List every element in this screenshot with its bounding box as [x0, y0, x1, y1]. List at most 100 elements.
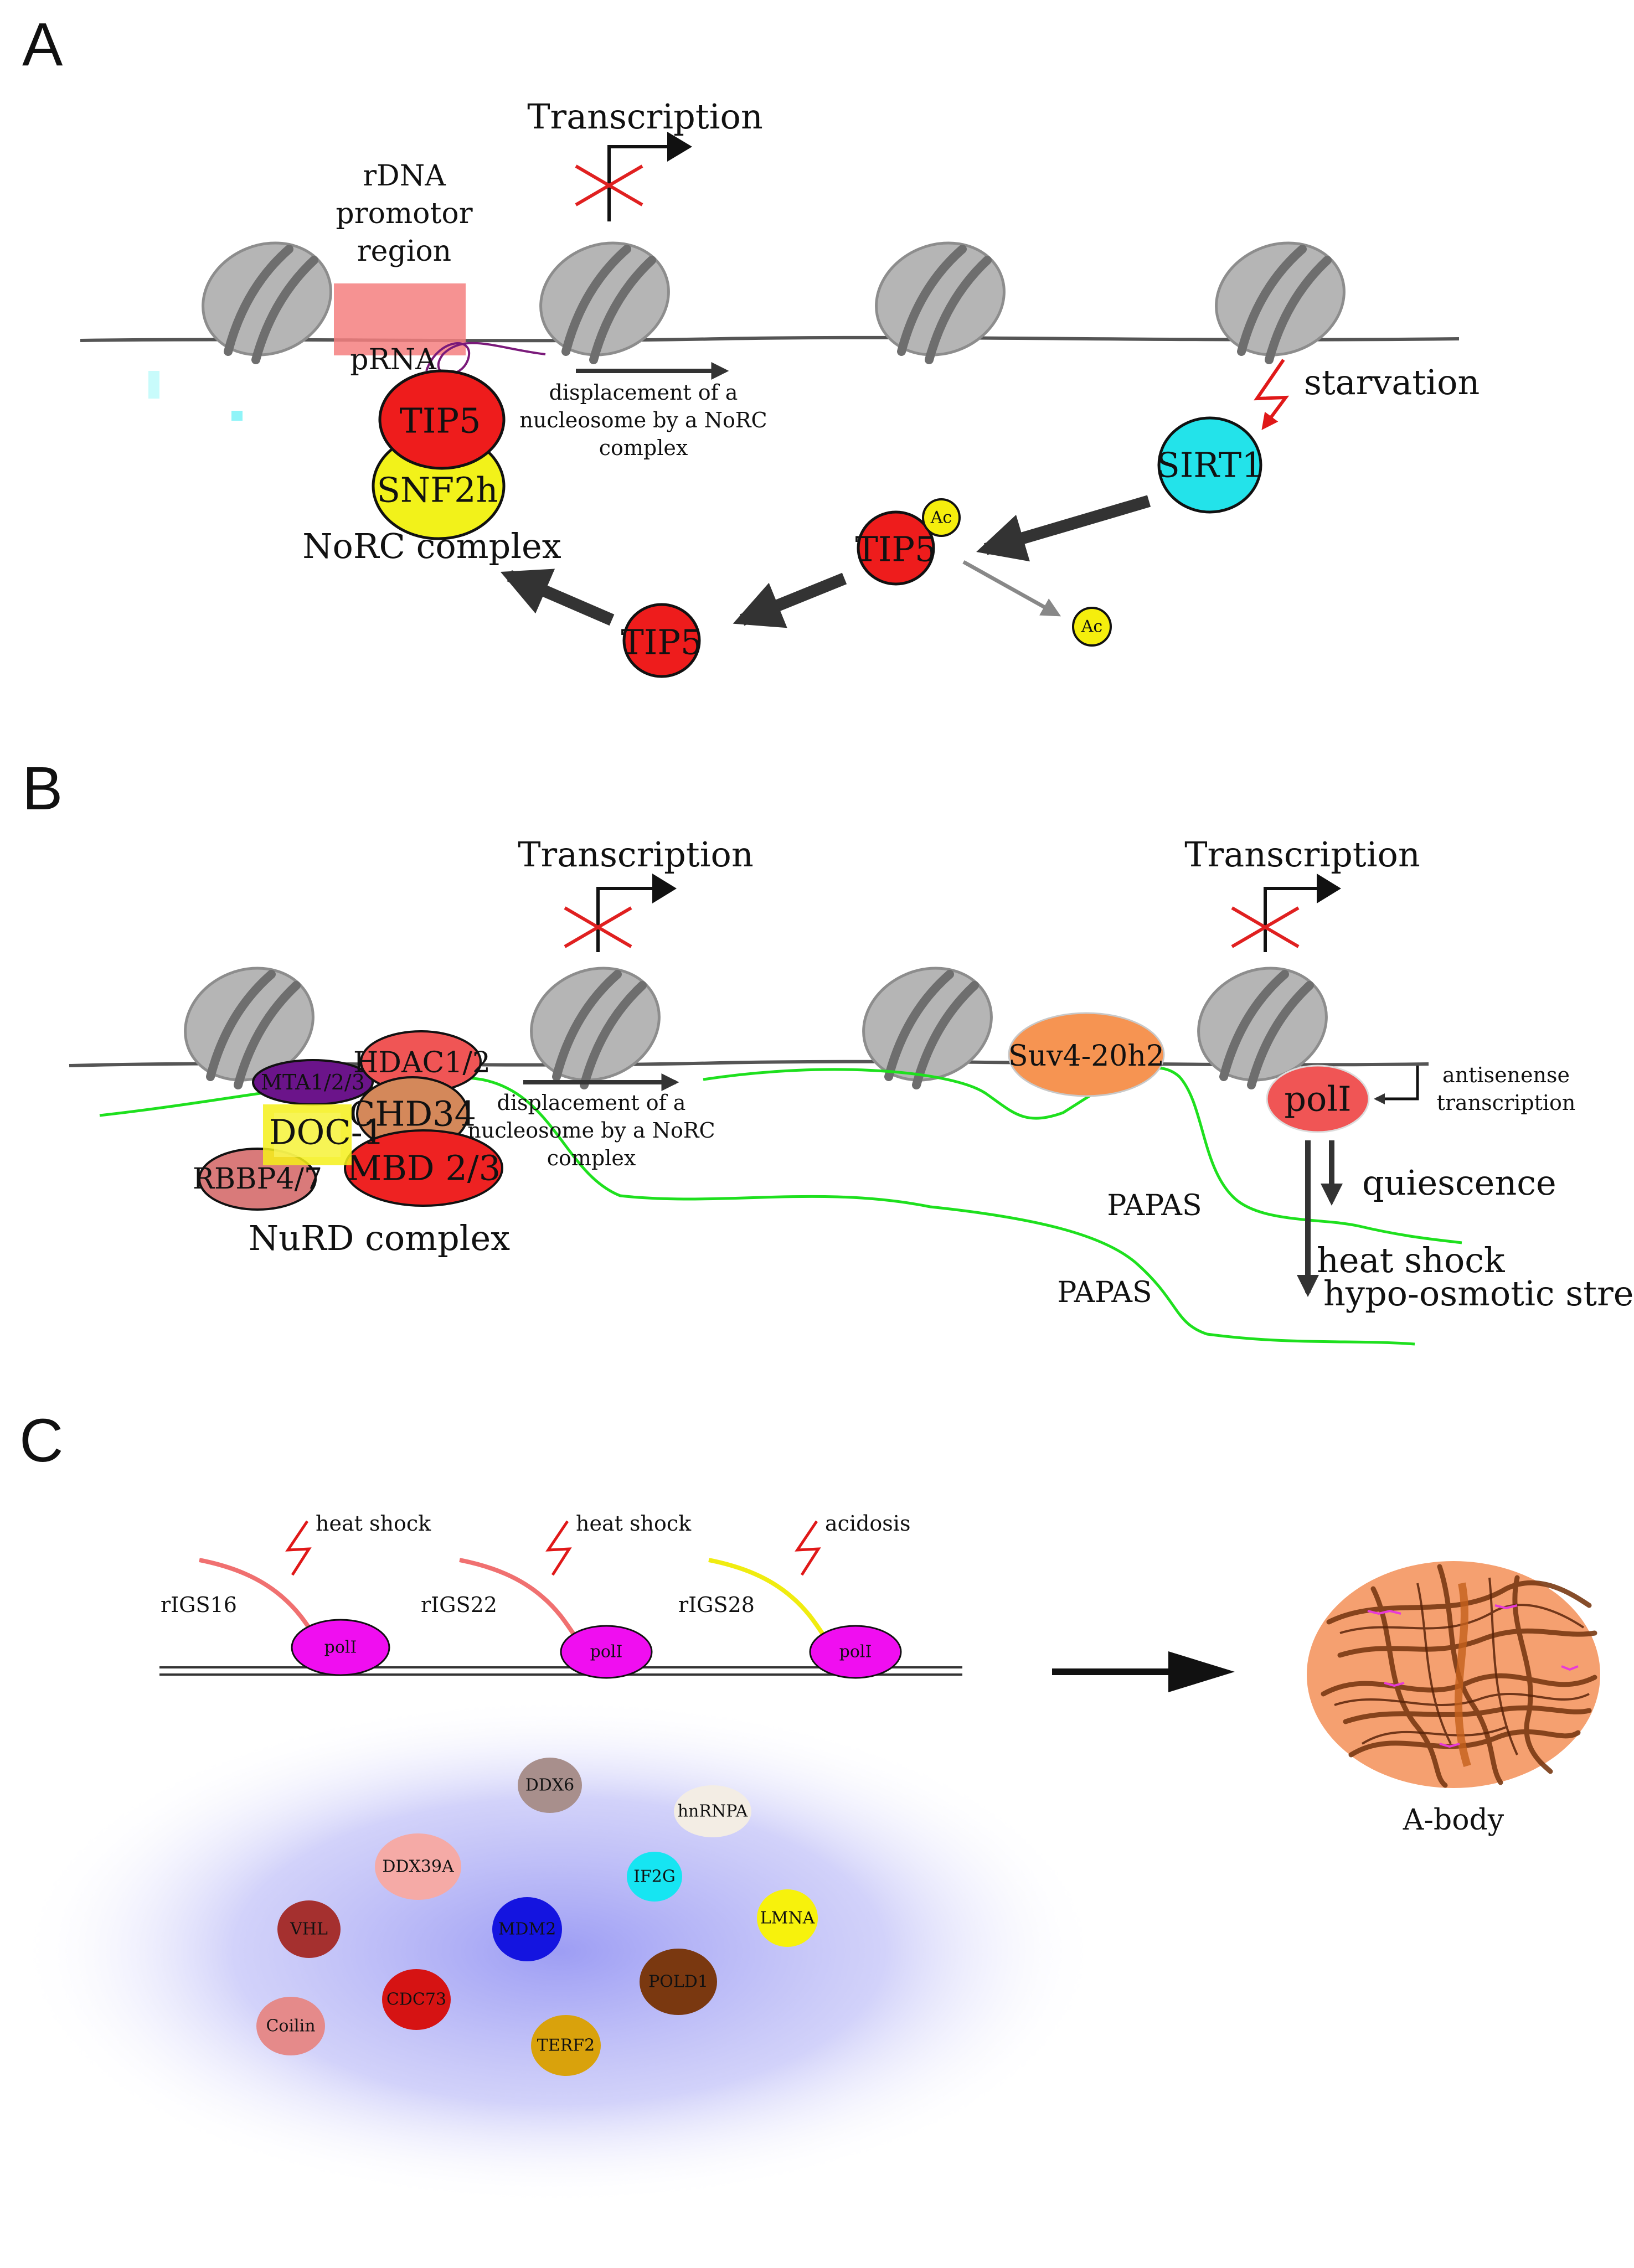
protein-terf2: TERF2	[531, 2015, 601, 2076]
artifact-mark	[231, 411, 243, 421]
panel-a-letter: A	[22, 11, 63, 79]
antisense-label-line1: antisenense	[1442, 1063, 1570, 1087]
protein-cdc73-label: CDC73	[386, 1990, 446, 2009]
protein-if2g: IF2G	[627, 1852, 682, 1902]
pol1-label-c2: polI	[590, 1642, 623, 1662]
protein-ddx6-shape	[518, 1758, 582, 1813]
acetyl-group	[922, 498, 961, 537]
acidosis-bolt-icon	[795, 1520, 821, 1576]
abody-label: A-body	[1403, 1804, 1504, 1837]
protein-vhl: VHL	[277, 1900, 341, 1958]
protein-pold1-label: POLD1	[648, 1972, 708, 1992]
nurd-complex-label: NuRD complex	[249, 1218, 510, 1258]
rdna-label-line1: rDNA	[363, 159, 446, 193]
acetyl-label: Ac	[930, 508, 952, 528]
transcription-arrowhead-a	[667, 132, 692, 162]
displacement-b-line1: displacement of a	[497, 1091, 686, 1115]
acetyl-release-arrow	[962, 560, 1061, 617]
mbd-label: MBD 2/3	[347, 1148, 501, 1189]
stress-label-1: heat shock	[316, 1511, 431, 1536]
protein-terf2-shape	[531, 2015, 601, 2076]
suv-label: Suv4-20h2	[1008, 1040, 1164, 1073]
transcription-arrowhead-b-left	[652, 874, 677, 903]
panel-c: C heat shock heat shock acidosis rIGS16 …	[17, 1407, 1600, 2206]
protein-lmna-label: LMNA	[760, 1909, 815, 1928]
deacetylation-arrow	[976, 495, 1151, 562]
transcription-arrowhead-b-right	[1317, 874, 1341, 903]
heat-shock-label-b: heat shock	[1317, 1240, 1505, 1280]
protein-if2g-label: IF2G	[633, 1867, 676, 1887]
protein-mdm2-label: MDM2	[498, 1920, 556, 1939]
protein-hnrnpa-shape	[674, 1785, 751, 1837]
nucleolar-protein-group: DDX6 hnRNPA DDX39A IF2G LMNA VHL MDM2POLD1CDC7…	[256, 1758, 818, 2076]
protein-ddx39a: DDX39A	[375, 1833, 461, 1900]
transcription-label-b-right: Transcription	[1184, 834, 1420, 875]
displacement-a-line1: displacement of a	[549, 380, 738, 405]
pol1-label-b: polI	[1284, 1079, 1351, 1119]
tip5-acetylated-label: TIP5	[855, 529, 936, 570]
protein-coilin: Coilin	[256, 1997, 325, 2055]
rigs28-label: rIGS28	[678, 1593, 755, 1617]
protein-coilin-shape	[256, 1997, 325, 2055]
heat-shock-bolt-icon-2	[545, 1520, 572, 1576]
starvation-bolt-icon	[1254, 359, 1290, 430]
protein-cloud	[17, 1697, 1102, 2206]
hypo-osmotic-label: hypo-osmotic stress	[1323, 1273, 1634, 1314]
hdac-label: HDAC1/2	[353, 1046, 491, 1079]
protein-ddx39a-shape	[375, 1833, 461, 1900]
pol1-label-c1: polI	[324, 1638, 357, 1657]
heat-shock-bolt-icon-1	[285, 1520, 312, 1576]
displacement-b-line2: nucleosome by a NoRC	[467, 1118, 715, 1143]
snf2h-label: SNF2h	[377, 470, 498, 510]
rigs22-transcript	[459, 1558, 584, 1647]
tip5-protein-norc	[378, 369, 506, 470]
pol1-enzyme-c2	[560, 1625, 653, 1679]
tip5-free-protein	[622, 603, 701, 678]
protein-ddx39a-label: DDX39A	[382, 1857, 454, 1877]
tip5-acetylated-protein	[857, 510, 935, 586]
protein-hnrnpa: hnRNPA	[674, 1785, 751, 1837]
displacement-a-line3: complex	[599, 436, 688, 460]
prna-strand	[425, 342, 546, 375]
displacement-b-line3: complex	[547, 1146, 636, 1170]
prna-label: pRNA	[350, 343, 437, 376]
mbd-protein	[344, 1129, 503, 1207]
nucleosome-a2	[524, 224, 685, 374]
sirt1-protein	[1157, 416, 1262, 514]
rigs16-label: rIGS16	[161, 1593, 237, 1617]
panel-b-letter: B	[22, 755, 63, 823]
abody-fine-fibers	[1334, 1577, 1590, 1755]
protein-lmna-shape	[757, 1889, 818, 1947]
stress-label-2: heat shock	[576, 1511, 692, 1536]
papas-label-lower: PAPAS	[1057, 1276, 1152, 1309]
protein-mdm2-shape	[492, 1897, 562, 1961]
tip5-label-norc: TIP5	[399, 401, 481, 441]
blocked-cross-icon-left	[564, 906, 632, 948]
abody	[1307, 1561, 1600, 1788]
mta-label: MTA1/2/3	[261, 1070, 365, 1094]
protein-terf2-label: TERF2	[537, 2036, 595, 2055]
abody-fibers	[1321, 1564, 1597, 1788]
antisense-arrow	[1374, 1066, 1419, 1104]
nucleosome-a3	[859, 224, 1021, 374]
abody-arrowhead	[1168, 1651, 1235, 1692]
pol1-enzyme-b	[1266, 1065, 1370, 1133]
transcription-start-b-left	[596, 887, 656, 952]
blocked-cross-icon	[575, 164, 643, 206]
protein-lmna: LMNA	[757, 1889, 818, 1947]
chd-label: CHD34	[349, 1094, 476, 1134]
rigs22-label: rIGS22	[421, 1593, 497, 1617]
transcription-start-b-right	[1264, 887, 1321, 952]
protein-if2g-shape	[627, 1852, 682, 1902]
transcription-start-a	[607, 145, 673, 221]
pol1-enzyme-c3	[809, 1625, 902, 1679]
norc-assembly-arrow	[500, 569, 615, 626]
antisense-label-line2: transcription	[1437, 1091, 1576, 1115]
doc-protein-core	[274, 1113, 341, 1157]
displacement-a-line2: nucleosome by a NoRC	[519, 408, 767, 432]
quiescence-label: quiescence	[1362, 1163, 1556, 1203]
protein-ddx6-label: DDX6	[525, 1776, 575, 1795]
norc-complex-label: NoRC complex	[302, 526, 561, 566]
tip5-free-label: TIP5	[621, 622, 702, 663]
papas-label-upper: PAPAS	[1107, 1189, 1202, 1222]
